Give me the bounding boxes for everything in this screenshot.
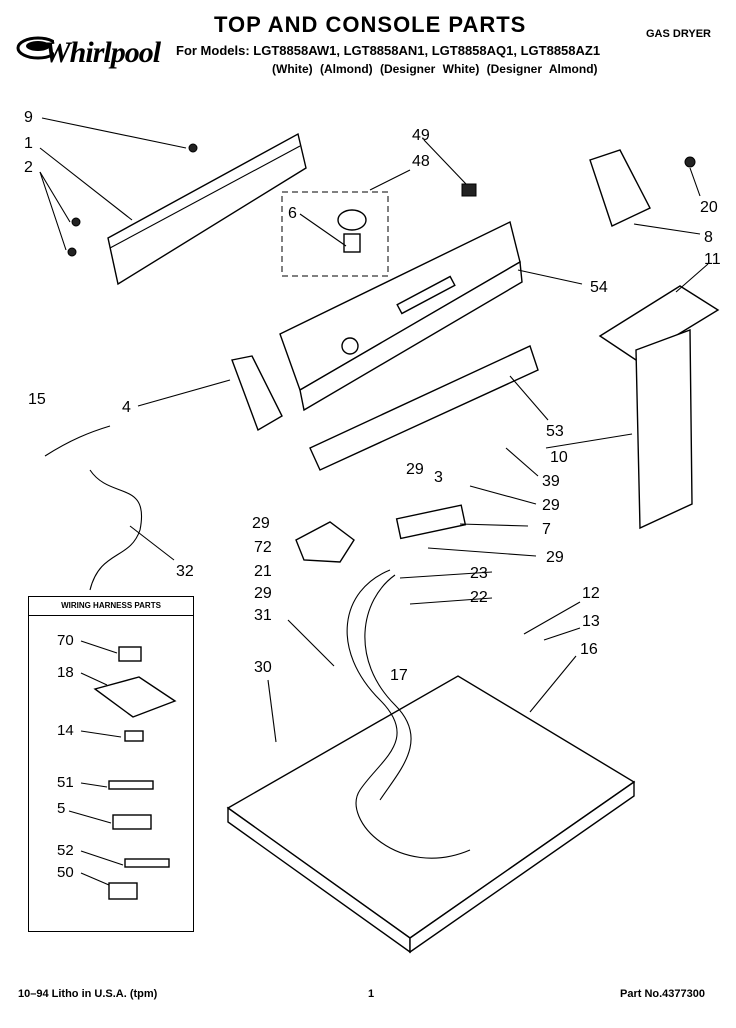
group-48-box — [281, 191, 389, 277]
part-cabinet-top-16 — [226, 675, 636, 939]
part-end-cap-4 — [231, 355, 283, 432]
callout-10: 10 — [550, 449, 568, 466]
callout-54: 54 — [590, 279, 608, 296]
callout-5: 5 — [57, 800, 65, 817]
part-base-53 — [309, 345, 539, 471]
callout-2: 2 — [24, 159, 33, 176]
footer-litho: 10–94 Litho in U.S.A. (tpm) — [18, 988, 158, 1000]
part-18 — [93, 676, 177, 718]
callout-32: 32 — [176, 563, 194, 580]
callout-23: 23 — [470, 565, 488, 582]
whirlpool-logo: Whirlpool — [14, 22, 174, 72]
callout-16: 16 — [580, 641, 598, 658]
callout-7: 7 — [542, 521, 551, 538]
callout-22: 22 — [470, 589, 488, 606]
part-knob-6 — [337, 209, 367, 231]
callout-50: 50 — [57, 864, 74, 881]
footer-part-number: Part No.4377300 — [620, 988, 705, 1000]
harness-parts-diagram: 70 18 14 51 5 52 50 — [57, 632, 177, 900]
callout-12: 12 — [582, 585, 600, 602]
page-title: TOP AND CONSOLE PARTS — [214, 12, 527, 37]
callout-29b: 29 — [542, 497, 560, 514]
part-screw-20 — [684, 156, 696, 168]
callout-9: 9 — [24, 109, 33, 126]
part-switch-7 — [395, 504, 467, 540]
callout-48: 48 — [412, 153, 430, 170]
product-type: GAS DRYER — [646, 28, 711, 40]
callout-72: 72 — [254, 539, 272, 556]
logo-swirl-icon — [16, 36, 54, 60]
callout-39: 39 — [542, 473, 560, 490]
callout-29c: 29 — [252, 515, 270, 532]
color-list: (White) (Almond) (Designer White) (Desig… — [272, 62, 598, 76]
callout-51: 51 — [57, 774, 74, 791]
part-console-face — [299, 260, 523, 412]
callout-4: 4 — [122, 399, 131, 416]
part-screw-2b — [67, 247, 77, 257]
brand-name: Whirlpool — [44, 36, 161, 69]
part-5 — [112, 814, 152, 830]
callout-21: 21 — [254, 563, 272, 580]
footer-page-number: 1 — [368, 988, 375, 1000]
harness-box-title: WIRING HARNESS PARTS — [29, 597, 193, 616]
callout-49: 49 — [412, 127, 430, 144]
callout-31: 31 — [254, 607, 272, 624]
part-49 — [461, 183, 477, 197]
part-14 — [124, 730, 144, 742]
callout-30: 30 — [254, 659, 272, 676]
model-list: For Models: LGT8858AW1, LGT8858AN1, LGT8… — [176, 43, 601, 58]
wiring-harness-parts-box: WIRING HARNESS PARTS 70 18 14 51 5 52 50 — [28, 596, 194, 932]
callout-29d: 29 — [546, 549, 564, 566]
callout-13: 13 — [582, 613, 600, 630]
callout-15: 15 — [28, 391, 46, 408]
callout-18: 18 — [57, 664, 74, 681]
part-bracket-8 — [589, 149, 651, 227]
callout-14: 14 — [57, 722, 74, 739]
callout-3: 3 — [434, 469, 443, 486]
callout-29e: 29 — [254, 585, 272, 602]
part-lint-11 — [598, 285, 720, 361]
callout-1: 1 — [24, 135, 33, 152]
part-51 — [108, 780, 154, 790]
part-screw-9 — [188, 143, 198, 153]
callout-70: 70 — [57, 632, 74, 649]
part-50 — [108, 882, 138, 900]
part-housing-10 — [635, 328, 693, 530]
part-52 — [124, 858, 170, 868]
part-timer-21 — [295, 521, 355, 563]
wire-harness-31 — [346, 569, 471, 859]
wire-15 — [44, 425, 111, 457]
wire-harness-32 — [89, 469, 143, 591]
callout-8: 8 — [704, 229, 713, 246]
callout-53: 53 — [546, 423, 564, 440]
callout-20: 20 — [700, 199, 718, 216]
callout-17: 17 — [390, 667, 408, 684]
callout-11: 11 — [704, 251, 721, 268]
part-70 — [118, 646, 142, 662]
part-rear-panel — [107, 132, 307, 286]
callout-52: 52 — [57, 842, 74, 859]
callout-6: 6 — [288, 205, 297, 222]
part-screw-2a — [71, 217, 81, 227]
callout-29a: 29 — [406, 461, 424, 478]
